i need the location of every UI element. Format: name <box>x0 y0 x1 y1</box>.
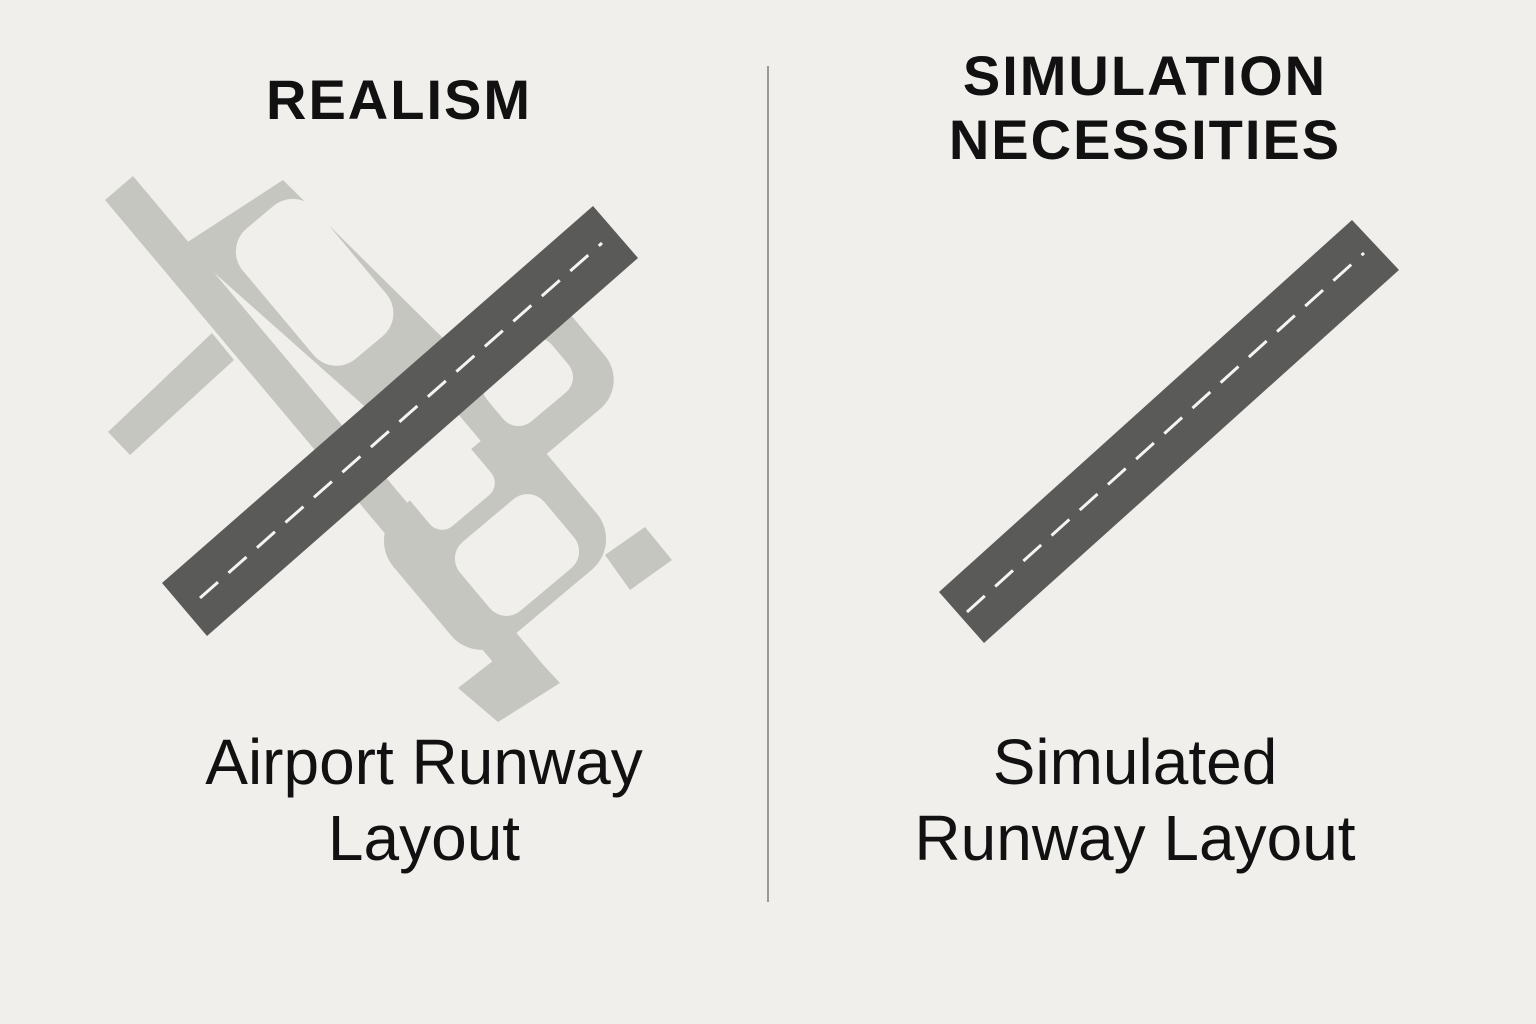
simulation-heading: SIMULATION NECESSITIES <box>754 44 1536 172</box>
realism-panel: REALISM <box>80 68 768 876</box>
simulated-runway-illustration <box>939 220 1399 643</box>
simulation-caption: Simulated Runway Layout <box>734 724 1536 876</box>
runway-surface <box>939 220 1399 643</box>
bottom-stub <box>458 640 560 722</box>
caption-line-2: Layout <box>327 802 521 874</box>
realism-heading: REALISM <box>266 68 532 131</box>
runway-centerline <box>199 241 603 600</box>
caption-line-2: Runway Layout <box>914 802 1356 874</box>
upper-infield <box>235 198 394 366</box>
caption-line-1: Simulated <box>992 726 1278 798</box>
realism-caption: Airport Runway Layout <box>80 724 768 876</box>
middle-infield <box>395 430 495 530</box>
heading-line-2: NECESSITIES <box>948 108 1342 171</box>
panel-divider <box>767 66 769 902</box>
simulated-runway <box>939 220 1399 643</box>
lower-infield <box>454 494 580 616</box>
runway <box>162 206 638 636</box>
caption-line-1: Airport Runway <box>205 726 643 798</box>
left-stub-taxiway <box>108 333 234 455</box>
simulation-panel: SIMULATION NECESSITIES Simulated Runway … <box>769 0 1536 1024</box>
lower-right-stub <box>605 527 672 590</box>
airport-runway-illustration <box>105 176 672 722</box>
heading-line-1: SIMULATION <box>962 44 1328 107</box>
runway-centerline <box>965 251 1366 614</box>
